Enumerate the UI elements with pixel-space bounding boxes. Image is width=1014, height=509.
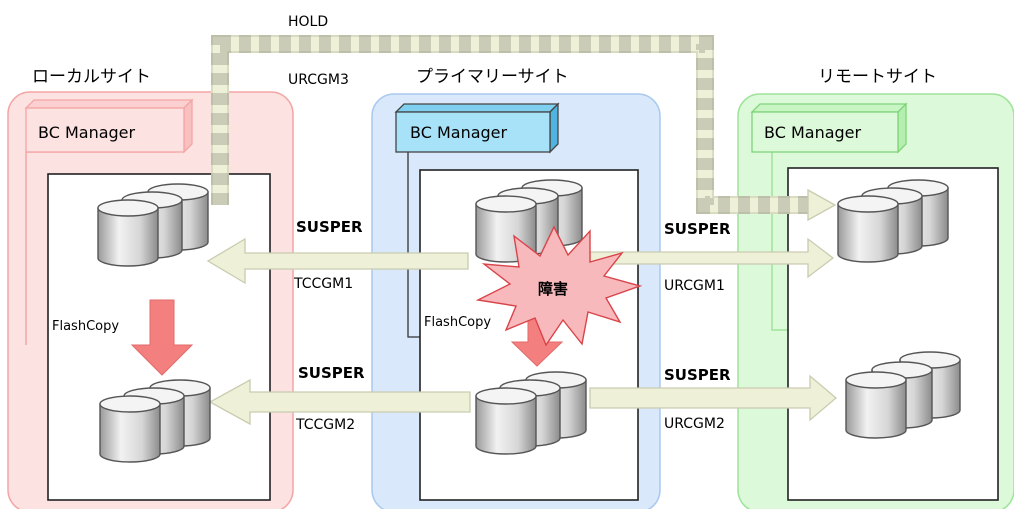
tccgm1-group: TCCGM1 [293, 276, 353, 292]
tccgm1-status: SUSPER [296, 218, 363, 236]
arrow-urcgm2 [589, 374, 838, 422]
flashcopy-arrow-local [130, 299, 194, 376]
failure-label: 障害 [538, 280, 568, 298]
remote-bc-manager-label: BC Manager [764, 123, 862, 142]
hold-group: URCGM3 [288, 72, 349, 88]
urcgm1-status: SUSPER [664, 220, 731, 238]
urcgm2-group: URCGM2 [664, 416, 725, 432]
urcgm1-group: URCGM1 [664, 278, 725, 294]
hold-path [211, 35, 837, 222]
primary-bc-manager-label: BC Manager [410, 123, 508, 142]
tccgm2-group: TCCGM2 [295, 417, 355, 433]
primary-site-title: プライマリーサイト [416, 67, 569, 87]
remote-bc-manager: BC Manager [750, 102, 908, 331]
failure-burst: 障害 [475, 225, 643, 347]
local-bc-manager: BC Manager [24, 98, 194, 345]
primary-bc-manager: BC Manager [394, 102, 560, 338]
local-bc-manager-label: BC Manager [38, 123, 136, 142]
arrow-urcgm1 [589, 237, 835, 279]
arrow-tccgm2 [208, 378, 471, 426]
remote-site-title: リモートサイト [818, 67, 937, 87]
hold-status: HOLD [288, 14, 328, 30]
flashcopy-primary-label: FlashCopy [424, 315, 491, 330]
local-site-title: ローカルサイト [32, 67, 151, 87]
flashcopy-local-label: FlashCopy [52, 319, 119, 334]
tccgm2-status: SUSPER [298, 364, 365, 382]
arrow-tccgm1 [206, 237, 469, 285]
urcgm2-status: SUSPER [664, 366, 731, 384]
